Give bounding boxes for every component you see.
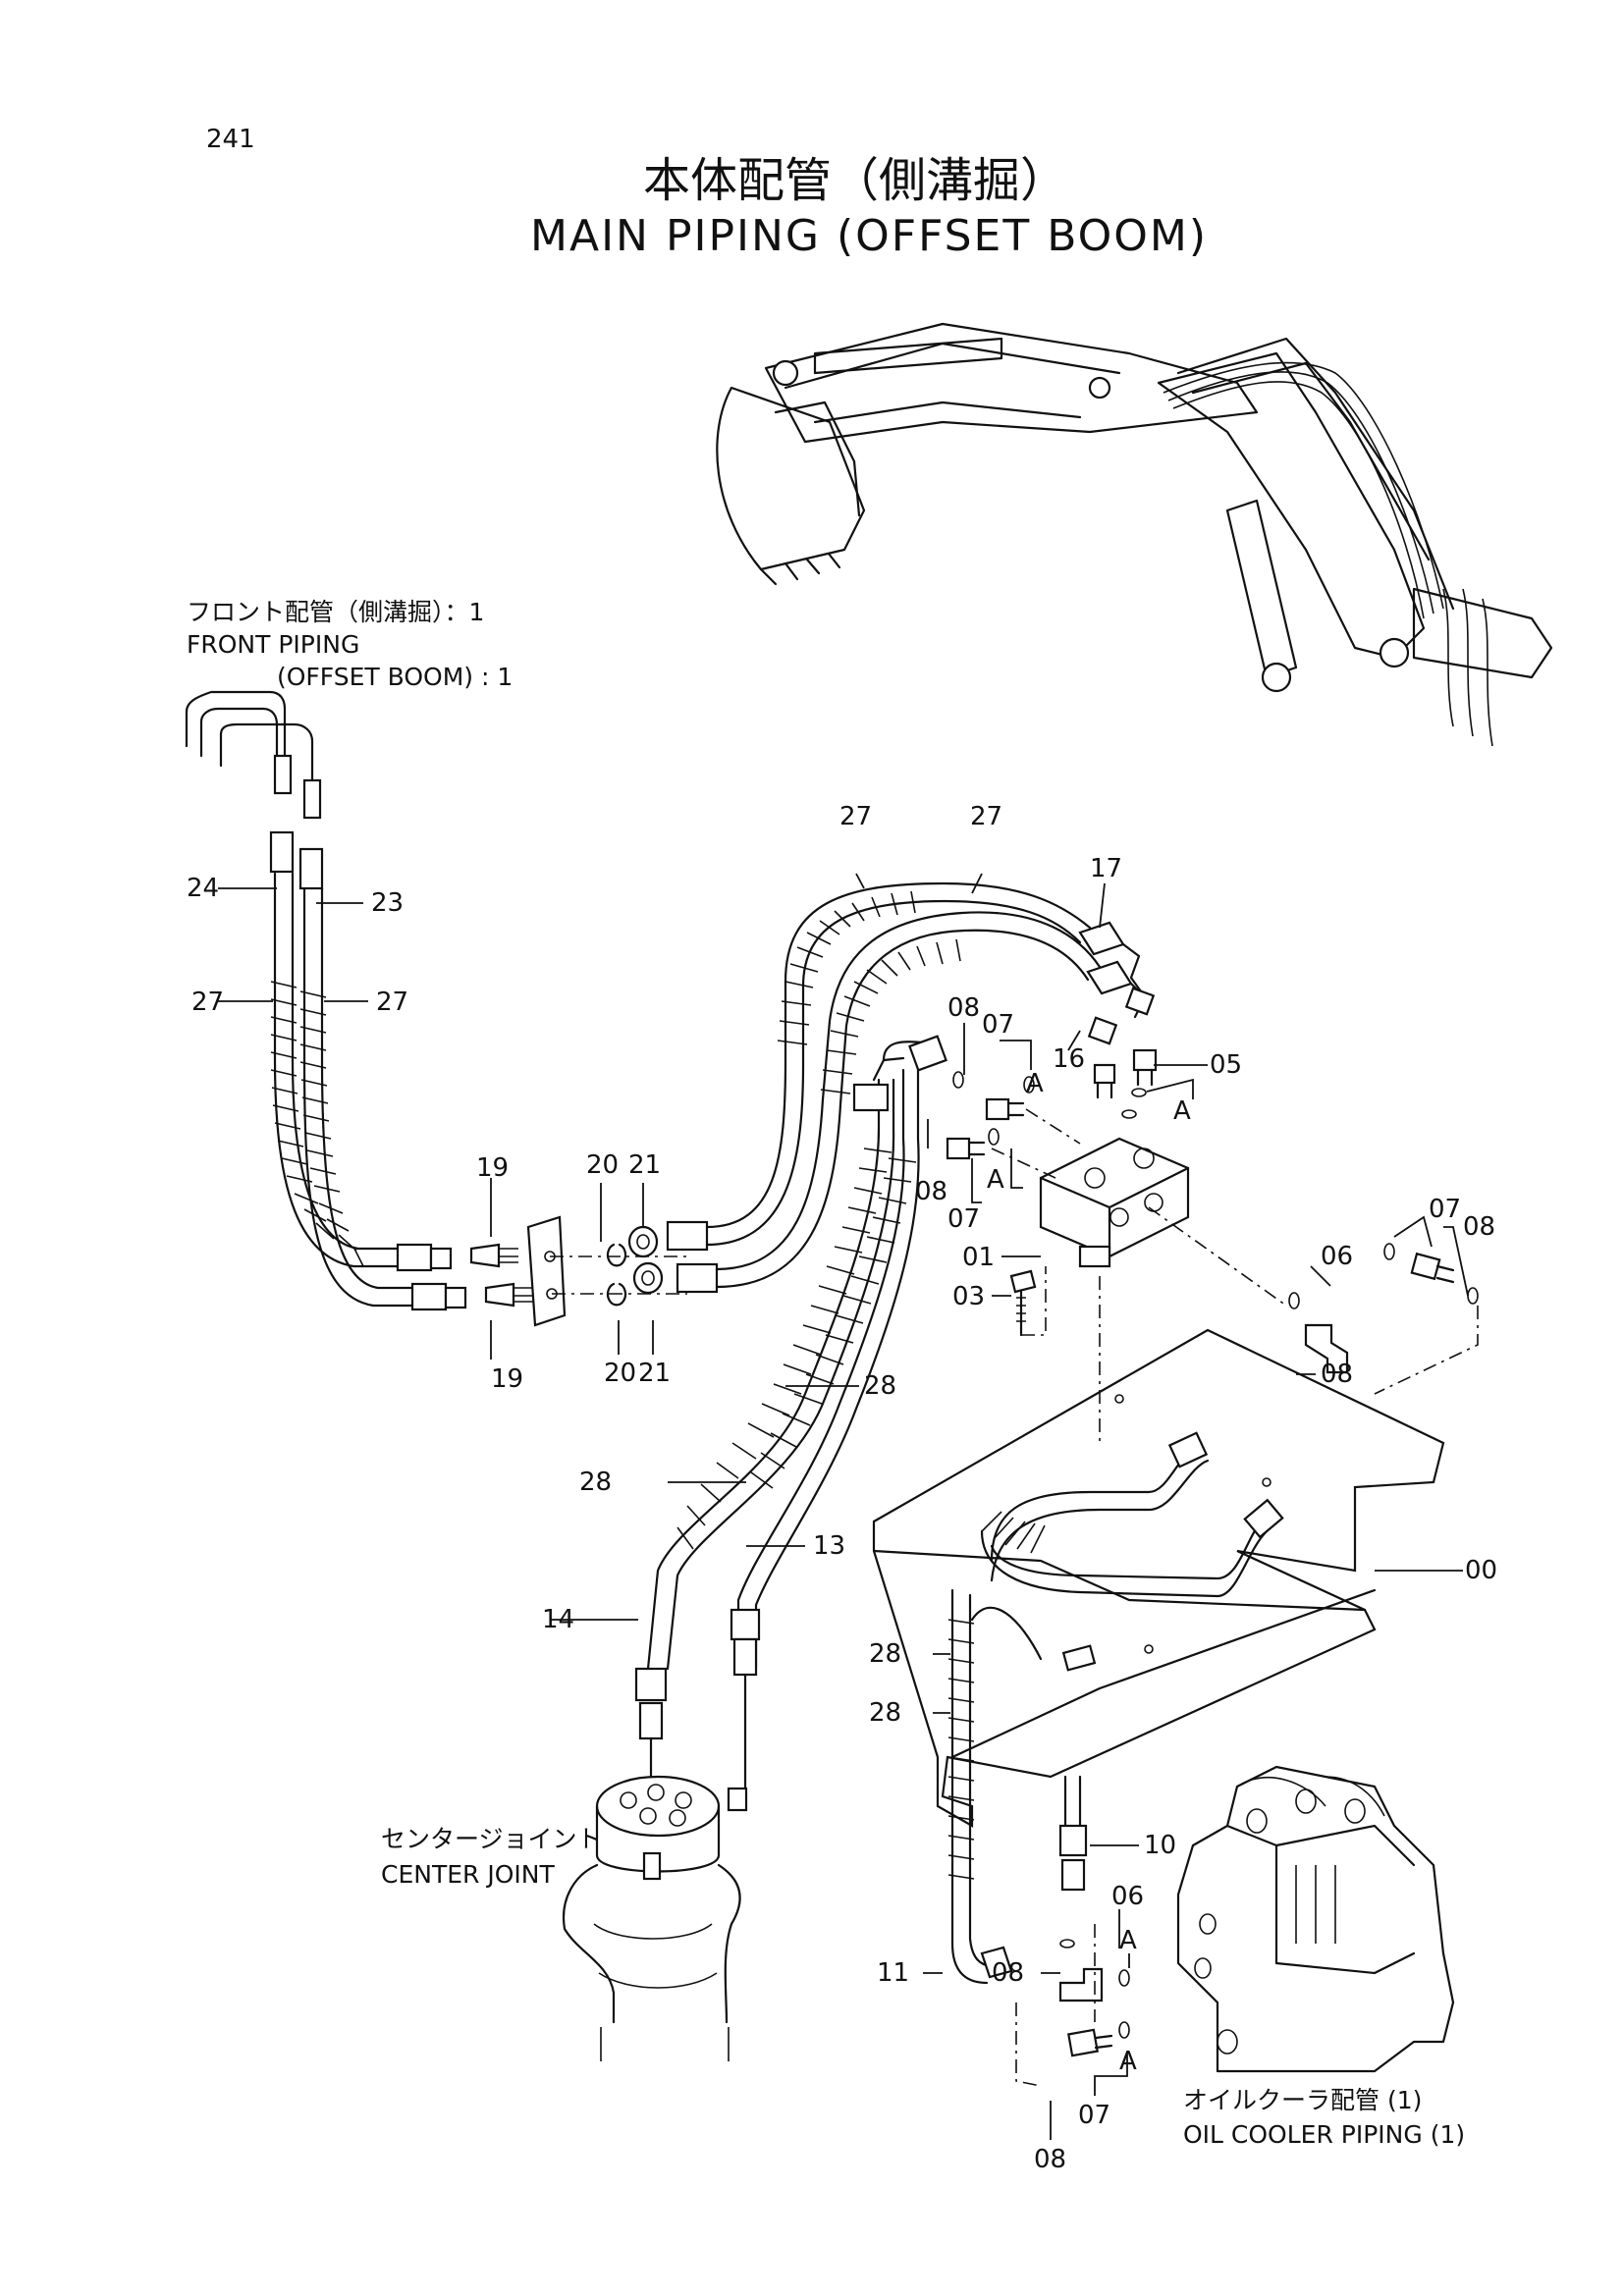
callout-07: 07 — [982, 1010, 1014, 1040]
callout-07: 07 — [1078, 2101, 1110, 2130]
excavator-arm-illustration — [716, 322, 1553, 747]
callout-a: A — [1173, 1096, 1191, 1126]
callout-08: 08 — [992, 1958, 1024, 1988]
hose-assembly-left — [270, 872, 467, 1311]
callout-23: 23 — [371, 888, 404, 918]
callout-19: 19 — [491, 1364, 523, 1394]
callout-06: 06 — [1321, 1242, 1353, 1271]
callout-08: 08 — [947, 993, 980, 1023]
callout-27: 27 — [970, 802, 1002, 831]
title-english: MAIN PIPING (OFFSET BOOM) — [530, 211, 1208, 261]
center-joint-label-en: CENTER JOINT — [381, 1860, 555, 1889]
callouts: 27 27 17 24 23 27 27 08 07 16 05 A A A 1… — [187, 802, 1497, 2174]
callout-00: 00 — [1465, 1556, 1497, 1585]
callout-a: A — [1119, 1926, 1137, 1955]
callout-27: 27 — [839, 802, 872, 831]
callout-08: 08 — [1034, 2145, 1066, 2174]
callout-13: 13 — [813, 1531, 845, 1561]
callout-a: A — [987, 1165, 1004, 1195]
callout-28: 28 — [869, 1698, 901, 1728]
front-piping-label-en: FRONT PIPING — [187, 630, 359, 659]
center-joint — [562, 1775, 748, 2061]
callout-17: 17 — [1090, 854, 1122, 883]
callout-14: 14 — [542, 1605, 574, 1634]
hoses-to-center-joint — [634, 1035, 947, 1838]
callout-11: 11 — [877, 1958, 909, 1988]
connector-group-left — [469, 1215, 687, 1327]
callout-leaders — [218, 873, 1469, 2140]
oil-cooler-label-jp: オイルクーラ配管 (1) — [1183, 2086, 1422, 2114]
callout-27: 27 — [191, 988, 224, 1017]
callout-a: A — [1119, 2047, 1137, 2076]
hoses-to-control-valve — [947, 1588, 1130, 2087]
callout-16: 16 — [1053, 1044, 1085, 1074]
callout-20: 20 — [586, 1150, 619, 1180]
front-piping-label-en-2: (OFFSET BOOM) : 1 — [277, 663, 513, 691]
callout-27: 27 — [376, 988, 408, 1017]
callout-05: 05 — [1210, 1050, 1242, 1080]
callout-08: 08 — [1321, 1360, 1353, 1389]
callout-03: 03 — [952, 1282, 985, 1311]
hose-27-pair — [666, 881, 1156, 1294]
callout-08: 08 — [915, 1177, 947, 1206]
callout-21: 21 — [628, 1150, 661, 1180]
front-pipes — [185, 690, 324, 890]
callout-07: 07 — [1429, 1195, 1461, 1224]
callout-28: 28 — [864, 1371, 896, 1401]
callout-a: A — [1026, 1069, 1044, 1098]
callout-07: 07 — [947, 1204, 980, 1234]
control-valve-body — [1176, 1765, 1455, 2073]
oil-cooler-label-en: OIL COOLER PIPING (1) — [1183, 2120, 1465, 2149]
title-japanese: 本体配管（側溝掘） — [643, 153, 1067, 208]
callout-19: 19 — [476, 1153, 509, 1183]
callout-06: 06 — [1111, 1882, 1144, 1911]
callout-20: 20 — [604, 1359, 636, 1388]
callout-28: 28 — [579, 1468, 612, 1497]
callout-01: 01 — [962, 1243, 995, 1272]
center-joint-label-jp: センタージョイント — [381, 1825, 602, 1853]
page-number: 241 — [206, 125, 255, 154]
base-plate — [872, 1276, 1445, 1828]
valve-assembly — [946, 1048, 1479, 1395]
callout-10: 10 — [1144, 1831, 1176, 1860]
front-piping-label-jp: フロント配管（側溝掘）：1 — [187, 598, 484, 626]
callout-08: 08 — [1463, 1212, 1495, 1242]
callout-21: 21 — [638, 1359, 671, 1388]
callout-28: 28 — [869, 1639, 901, 1669]
callout-24: 24 — [187, 874, 219, 903]
